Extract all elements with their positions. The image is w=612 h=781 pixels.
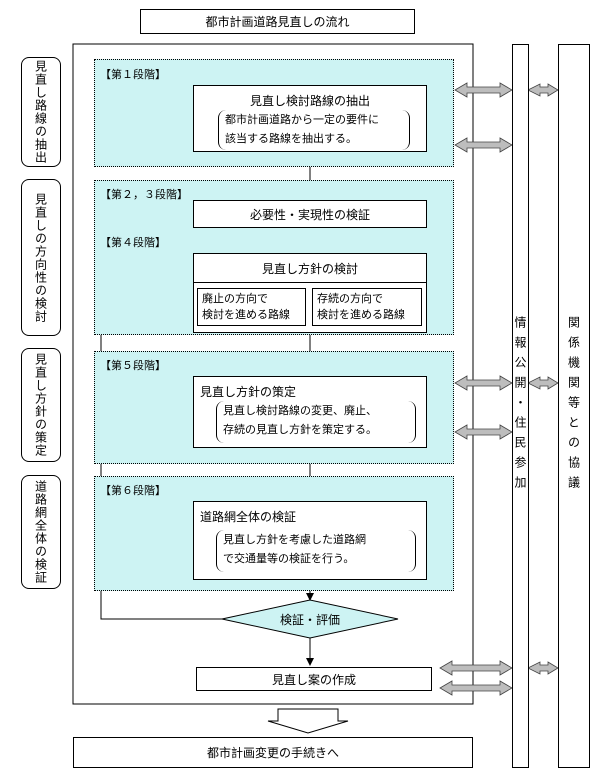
agency-consultation-column: 関係機関等との協議	[558, 44, 590, 768]
extract-title: 見直し検討路線の抽出	[249, 94, 370, 108]
extract-description: 都市計画道路から一定の要件に 該当する路線を抽出する。	[218, 110, 410, 150]
policy-set-line-1: 見直し検討路線の変更、廃止、	[223, 404, 377, 417]
side-label-policy: 見直し方針の策定	[21, 348, 61, 462]
policy-review-title: 見直し方針の検討	[261, 262, 358, 276]
network-line-2: で交通量等の検証を行う。	[223, 552, 355, 565]
side-label-direction: 見直しの方向性の検討	[21, 179, 61, 336]
stage-2-3-label: 【第２，３段階】	[100, 188, 188, 201]
stage-4-label: 【第４段階】	[100, 236, 166, 249]
extract-line-2: 該当する路線を抽出する。	[225, 132, 357, 145]
extract-box: 見直し検討路線の抽出 都市計画道路から一定の要件に 該当する路線を抽出する。	[193, 85, 427, 152]
side-label-extraction: 見直し路線の抽出	[21, 57, 61, 167]
draft-box: 見直し案の作成	[196, 667, 432, 691]
evaluation-diamond	[221, 599, 399, 639]
final-box: 都市計画変更の手続きへ	[73, 737, 473, 768]
policy-set-title: 見直し方針の策定	[200, 385, 297, 399]
main-frame	[72, 43, 474, 705]
big-down-arrow	[267, 708, 349, 734]
abolish-line-1: 廃止の方向で	[202, 292, 268, 305]
page-title: 都市計画道路見直しの流れ	[140, 9, 415, 34]
extract-line-1: 都市計画道路から一定の要件に	[225, 113, 379, 126]
stage-6-label: 【第６段階】	[100, 484, 166, 497]
policy-set-line-2: 存続の見直し方針を策定する。	[223, 423, 377, 436]
abolish-direction-box: 廃止の方向で 検討を進める路線	[197, 288, 306, 326]
continue-line-1: 存続の方向で	[317, 292, 383, 305]
network-title: 道路網全体の検証	[200, 510, 297, 524]
evaluation-label: 検証・評価	[279, 613, 340, 627]
stage-1-label: 【第１段階】	[100, 68, 166, 81]
network-line-1: 見直し方針を考慮した道路網	[223, 533, 366, 546]
policy-set-description: 見直し検討路線の変更、廃止、 存続の見直し方針を策定する。	[216, 401, 416, 443]
network-box: 道路網全体の検証 見直し方針を考慮した道路網 で交通量等の検証を行う。	[193, 501, 427, 580]
abolish-line-2: 検討を進める路線	[202, 308, 290, 321]
continue-line-2: 検討を進める路線	[317, 308, 405, 321]
necessity-box: 必要性・実現性の検証	[193, 200, 427, 228]
policy-set-box: 見直し方針の策定 見直し検討路線の変更、廃止、 存続の見直し方針を策定する。	[193, 376, 427, 448]
stage-5-label: 【第５段階】	[100, 359, 166, 372]
side-label-network: 道路網全体の検証	[21, 475, 61, 589]
network-description: 見直し方針を考慮した道路網 で交通量等の検証を行う。	[216, 530, 416, 572]
public-participation-column: 情報公開・住民参加	[512, 44, 529, 768]
block-arrows	[439, 82, 559, 696]
continue-direction-box: 存続の方向で 検討を進める路線	[312, 288, 422, 326]
